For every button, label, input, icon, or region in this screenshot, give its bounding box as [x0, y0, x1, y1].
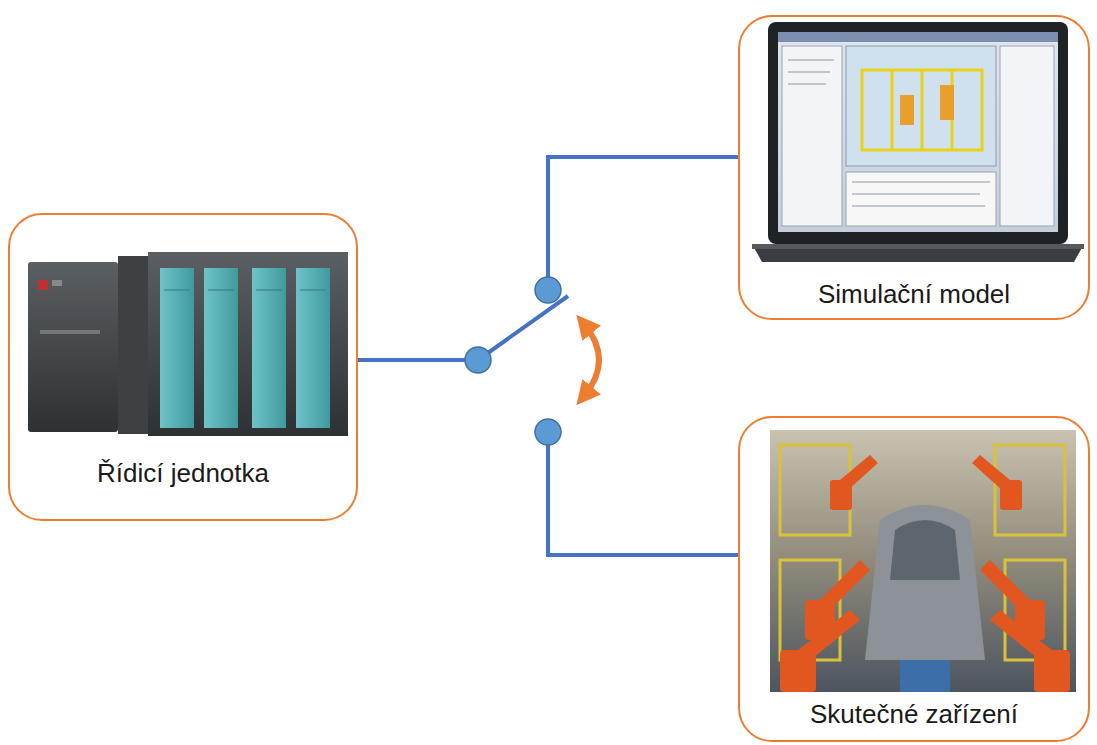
switch-connector	[358, 157, 738, 360]
node-label: Skutečné zařízení	[806, 700, 1022, 730]
switch-contact	[535, 419, 561, 445]
switch-contact	[535, 277, 561, 303]
simulation-model-box: Simulační model	[738, 15, 1090, 320]
factory-photo	[770, 430, 1076, 692]
plc-illustration	[28, 252, 348, 436]
node-label: Řídicí jednotka	[93, 459, 273, 489]
switch-pivot	[465, 347, 491, 373]
real-equipment-box: Skutečné zařízení	[738, 416, 1090, 742]
node-label: Simulační model	[814, 280, 1014, 310]
switch-connector	[358, 360, 738, 555]
control-unit-box: Řídicí jednotka	[8, 213, 358, 521]
switch-toggle-arrow	[584, 324, 599, 396]
laptop-illustration	[752, 22, 1084, 262]
switch-blade	[478, 296, 568, 360]
